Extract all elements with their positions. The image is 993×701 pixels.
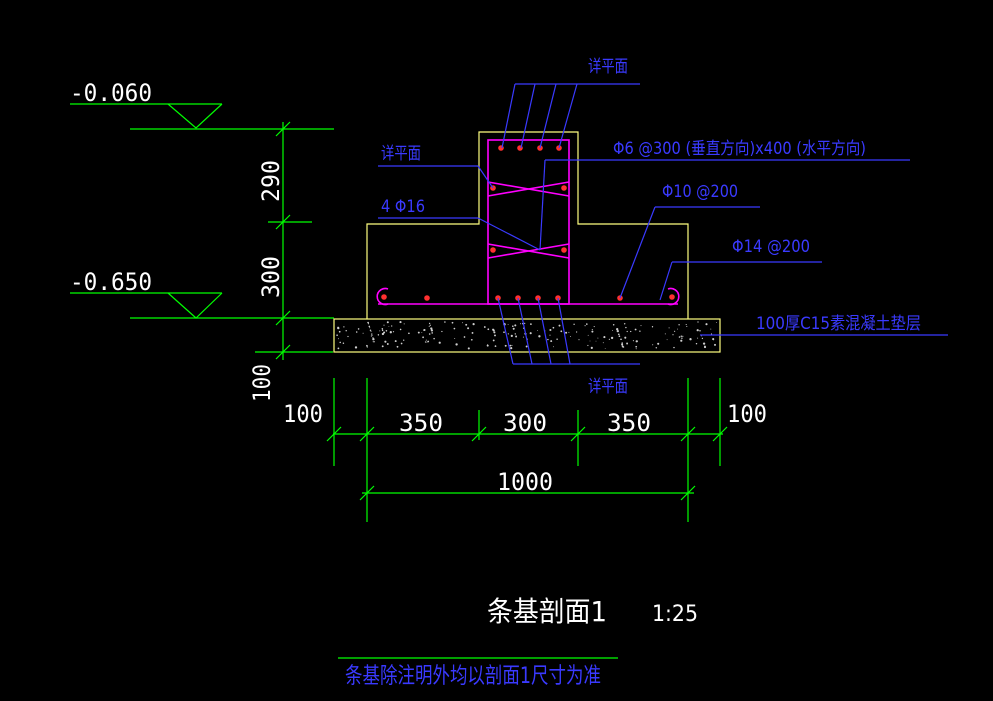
label-top-see-plan: 详平面 bbox=[588, 57, 628, 77]
elevation-mark-bottom bbox=[70, 292, 334, 319]
label-bottom-see-plan: 详平面 bbox=[588, 377, 628, 397]
label-cushion: 100厚C15素混凝土垫层 bbox=[756, 314, 921, 334]
reinforcement bbox=[376, 139, 680, 306]
dim-total: 1000 bbox=[497, 468, 553, 496]
elevation-bottom-label: -0.650 bbox=[70, 268, 152, 296]
right-hook bbox=[667, 287, 680, 306]
dim-right-ext: 100 bbox=[727, 400, 767, 428]
label-stirrup: Φ6 @300 (垂直方向)x400 (水平方向) bbox=[613, 139, 866, 159]
horizontal-dimension-lines bbox=[326, 378, 728, 522]
footing-outline bbox=[366, 131, 689, 319]
dim-stem: 300 bbox=[503, 409, 547, 437]
leader-lines bbox=[378, 83, 948, 365]
dim-290: 290 bbox=[257, 160, 285, 202]
cushion-hatch bbox=[336, 321, 717, 350]
label-main-bar: Φ14 @200 bbox=[732, 237, 810, 257]
dim-300-vertical: 300 bbox=[257, 256, 285, 298]
section-title: 条基剖面1 bbox=[487, 595, 607, 628]
dim-left-wing: 350 bbox=[399, 409, 443, 437]
section-scale: 1:25 bbox=[652, 602, 698, 627]
label-4-bars: 4 Φ16 bbox=[381, 197, 425, 217]
label-left-see-plan: 详平面 bbox=[381, 144, 421, 164]
dim-left-ext: 100 bbox=[283, 400, 323, 428]
elevation-mark-top bbox=[70, 103, 334, 130]
footnote: 条基除注明外均以剖面1尺寸为准 bbox=[345, 664, 601, 689]
elevation-top-label: -0.060 bbox=[70, 79, 152, 107]
dim-right-wing: 350 bbox=[607, 409, 651, 437]
left-hook bbox=[376, 287, 389, 306]
dim-100-cushion: 100 bbox=[248, 364, 276, 402]
vertical-dimension-lines bbox=[255, 121, 333, 360]
label-distribution-bar: Φ10 @200 bbox=[662, 182, 738, 202]
